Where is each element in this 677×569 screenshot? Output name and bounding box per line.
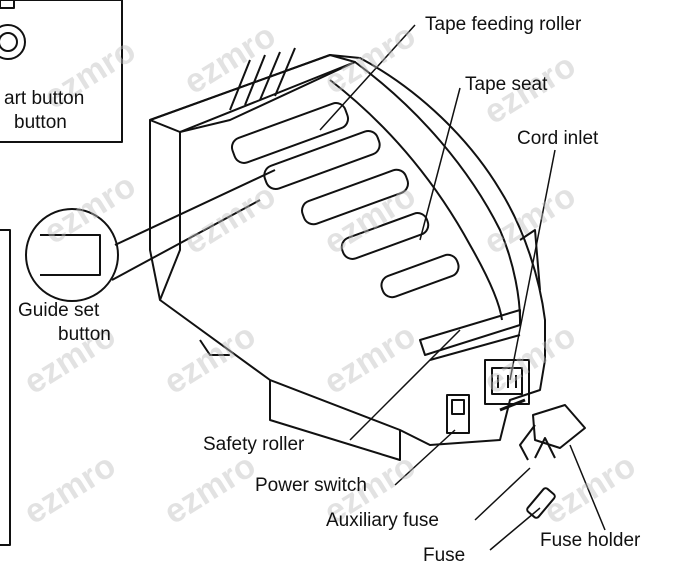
- leader-power-switch: [394, 429, 456, 486]
- leader-auxiliary-fuse: [474, 467, 531, 521]
- leader-cord-inlet: [509, 149, 556, 381]
- label-power-switch: Power switch: [255, 475, 367, 496]
- top-panel: [149, 54, 356, 133]
- tape-seat-arch: [354, 61, 521, 321]
- leader-tape-seat: [419, 87, 461, 241]
- label-safety-roller: Safety roller: [203, 434, 305, 455]
- label-start-button: art button: [4, 88, 85, 109]
- fuse-holder-part: [532, 404, 586, 449]
- label-guide-set-button: Guide set: [18, 300, 100, 321]
- label-guide-set-button-2: button: [58, 324, 111, 345]
- label-start-button-2: button: [14, 112, 67, 133]
- label-tape-seat: Tape seat: [465, 74, 548, 95]
- inset-box-left: [0, 229, 11, 546]
- feeding-roller-1: [230, 102, 350, 164]
- label-tape-feeding-roller: Tape feeding roller: [425, 14, 582, 35]
- dispenser-body: [149, 54, 546, 446]
- cord-inlet-socket: [484, 359, 530, 405]
- fuse-part: [526, 487, 556, 519]
- label-cord-inlet: Cord inlet: [517, 128, 599, 149]
- guide-set-zoom-circle: [25, 208, 119, 302]
- inset-dial: [0, 24, 26, 60]
- insert-arrow: [499, 398, 526, 412]
- leader-fuse-holder: [569, 444, 606, 531]
- leader-tape-feeding-roller: [319, 24, 416, 131]
- inset-box-top: [0, 0, 123, 143]
- leader-fuse: [489, 507, 541, 551]
- label-auxiliary-fuse: Auxiliary fuse: [326, 510, 439, 531]
- label-fuse: Fuse: [423, 545, 466, 566]
- leader-safety-roller: [349, 329, 461, 441]
- power-switch-icon: [446, 394, 470, 434]
- label-fuse-holder: Fuse holder: [540, 530, 641, 551]
